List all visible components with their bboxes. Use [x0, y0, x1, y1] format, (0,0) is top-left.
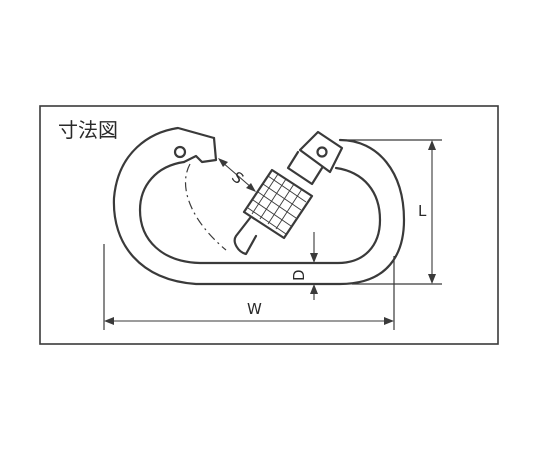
carabiner-body [112, 126, 406, 286]
dimension-w-label: W [247, 300, 262, 318]
dimension-l: L [348, 139, 442, 285]
locking-sleeve [242, 168, 314, 240]
dimension-w: W [103, 244, 395, 330]
diagram-title: 寸法図 [58, 118, 118, 142]
diagram-frame [39, 105, 499, 345]
dimension-l-label: L [418, 202, 427, 220]
gate [233, 130, 344, 256]
gate-swing-arc [184, 163, 227, 251]
dimension-s: S [218, 158, 256, 192]
dimension-d-label: D [290, 269, 308, 281]
dimension-s-label: S [228, 168, 247, 188]
dimension-d: D [290, 232, 338, 300]
